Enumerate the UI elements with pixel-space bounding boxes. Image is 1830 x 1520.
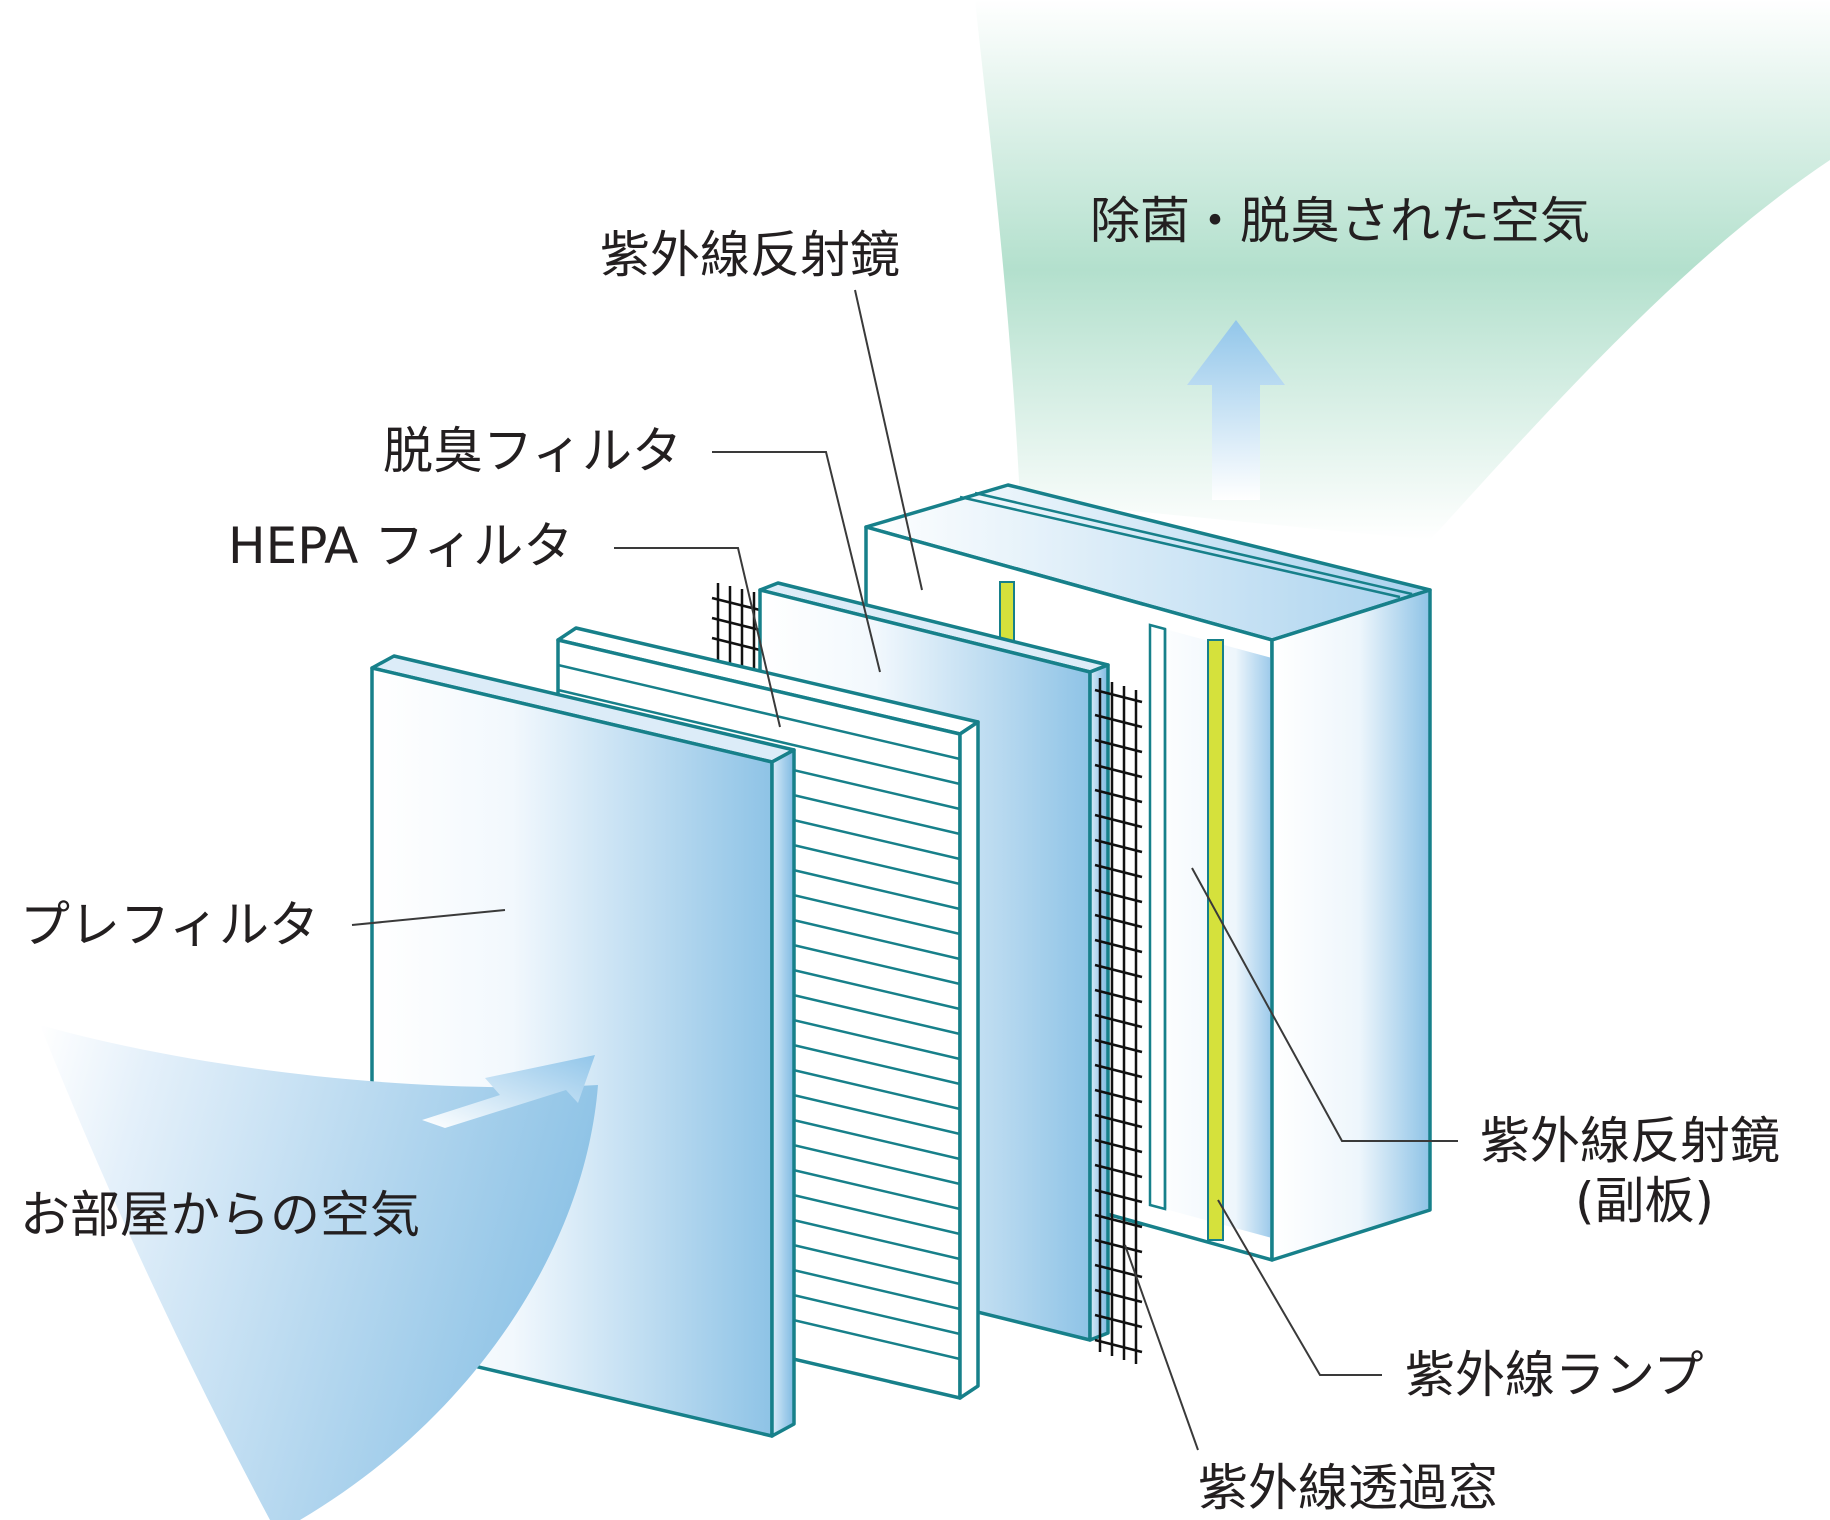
label-uv-reflector-sub-note: (副板) bbox=[1575, 1172, 1714, 1230]
label-pre-filter: プレフィルタ bbox=[20, 896, 319, 954]
label-clean-air: 除菌・脱臭された空気 bbox=[1090, 192, 1590, 250]
label-room-air: お部屋からの空気 bbox=[20, 1186, 420, 1244]
uv-lamp-front bbox=[1207, 639, 1224, 1241]
clean-air-arrow bbox=[1187, 320, 1285, 500]
label-hepa-filter: HEPA フィルタ bbox=[228, 517, 573, 575]
label-uv-reflector: 紫外線反射鏡 bbox=[600, 226, 900, 284]
clean-air-plume bbox=[975, 0, 1830, 540]
uv-window-mesh-back bbox=[711, 583, 761, 669]
label-uv-reflector-sub: 紫外線反射鏡 bbox=[1480, 1112, 1780, 1170]
label-deodorizing-filter: 脱臭フィルタ bbox=[383, 422, 682, 480]
label-uv-lamp: 紫外線ランプ bbox=[1405, 1346, 1704, 1404]
uv-window-mesh-front bbox=[1094, 678, 1143, 1364]
room-air-flow bbox=[40, 1025, 598, 1520]
leader-lines bbox=[351, 289, 1458, 1451]
room-air-arrow bbox=[422, 1055, 595, 1128]
label-uv-window: 紫外線透過窓 bbox=[1198, 1459, 1498, 1517]
